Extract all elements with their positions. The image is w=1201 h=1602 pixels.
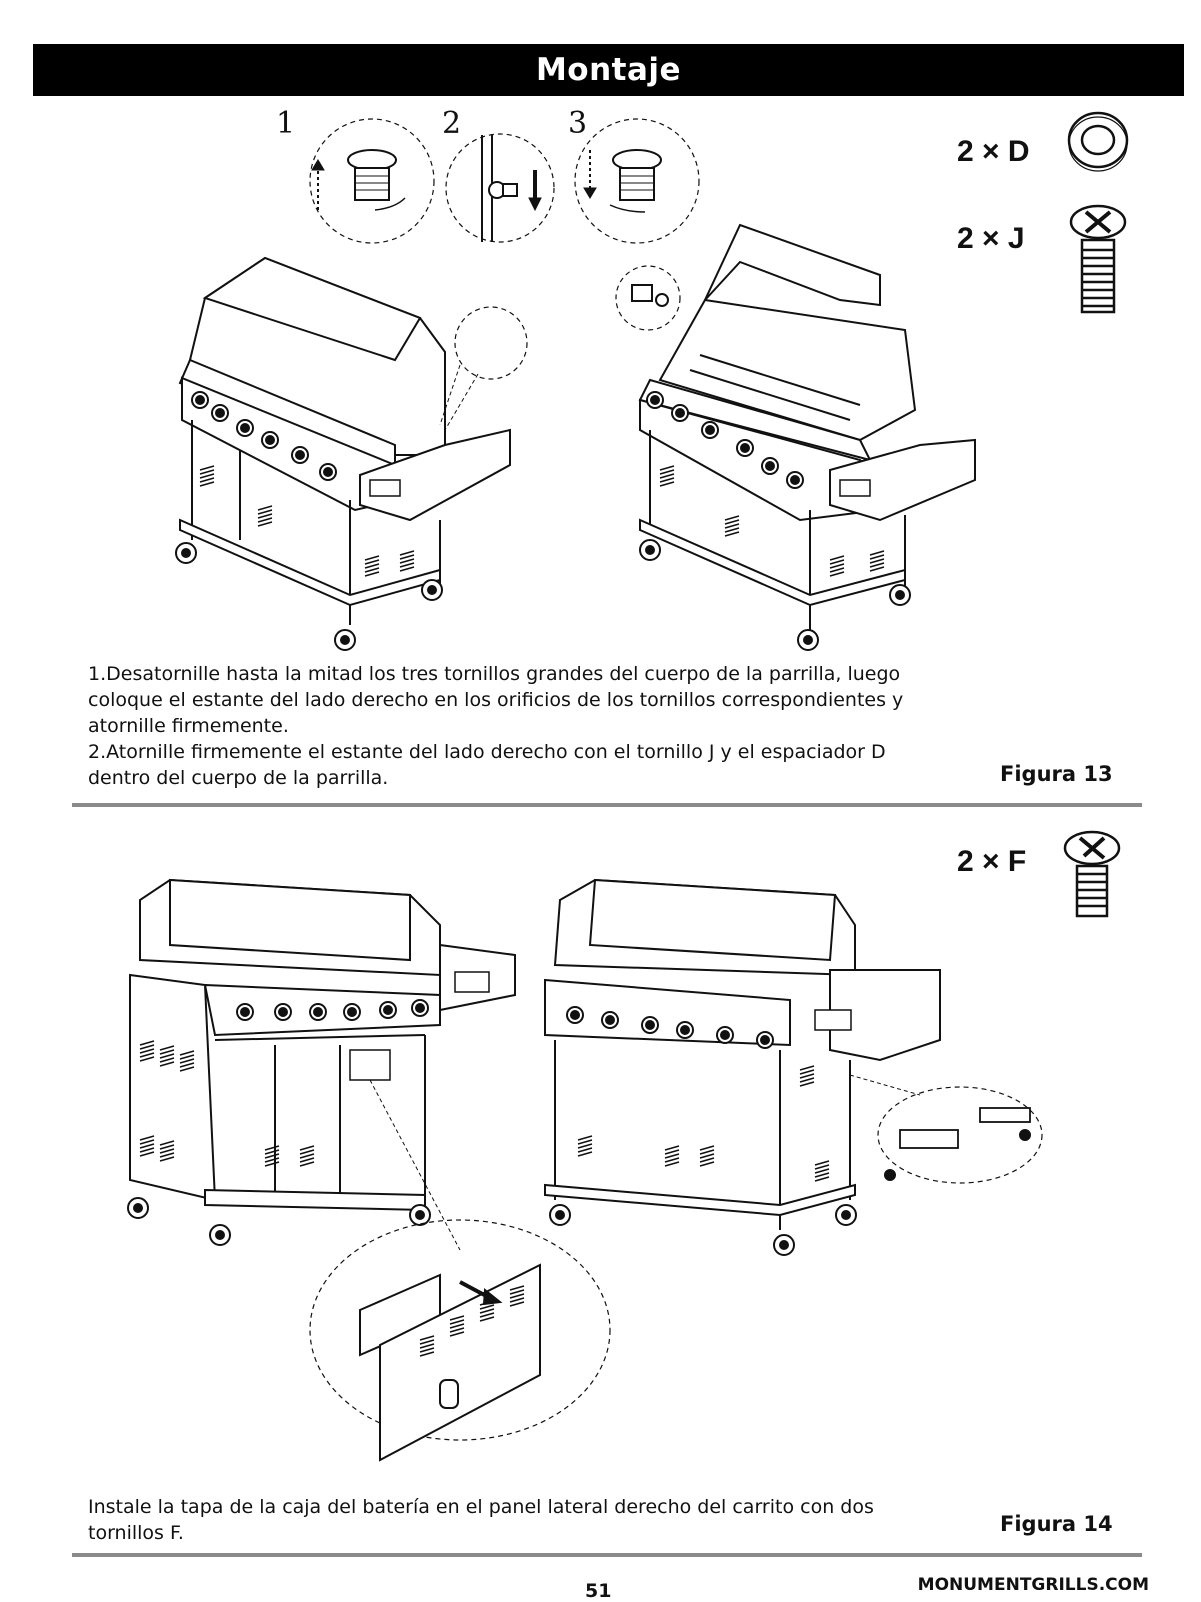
figure14-label: Figura 14 [1000, 1512, 1113, 1536]
figure14-instructions: Instale la tapa de la caja del batería e… [88, 1494, 874, 1546]
figure13-instructions: 1.Desatornille hasta la mitad los tres t… [88, 661, 903, 791]
large-screw-icon [1069, 204, 1127, 314]
instruction-line: dentro del cuerpo de la parrilla. [88, 767, 389, 789]
part-f-quantity: 2 × F [957, 845, 1027, 878]
section-title: Montaje [535, 52, 682, 88]
section-divider [72, 1553, 1142, 1557]
section-divider [72, 803, 1142, 807]
page-number: 51 [585, 1580, 612, 1602]
instruction-line: coloque el estante del lado derecho en l… [88, 689, 904, 711]
step-number-2: 2 [442, 106, 462, 141]
section-title-banner: Montaje [33, 44, 1184, 96]
instruction-line: 1.Desatornille hasta la mitad los tres t… [88, 663, 901, 685]
step-number-1: 1 [276, 106, 296, 141]
small-screw-icon [1063, 830, 1121, 918]
instruction-line: atornille firmemente. [88, 715, 289, 737]
figure13-label: Figura 13 [1000, 762, 1113, 786]
step1-unscrew-diagram [309, 118, 435, 244]
instruction-line: Instale la tapa de la caja del batería e… [88, 1496, 874, 1518]
grill-open-lid-illustration [615, 223, 976, 651]
grill-closed-lid-illustration [175, 256, 528, 651]
part-d-quantity: 2 × D [957, 135, 1030, 168]
instruction-line: tornillos F. [88, 1522, 184, 1544]
instruction-line: 2.Atornille firmemente el estante del la… [88, 741, 886, 763]
website-link[interactable]: MONUMENTGRILLS.COM [917, 1575, 1149, 1595]
step3-tighten-diagram [574, 118, 700, 244]
battery-cover-detail-zoom [309, 1219, 611, 1462]
step2-insert-diagram [445, 133, 555, 243]
step-number-3: 3 [568, 106, 588, 141]
grill-front-view-illustration [544, 878, 1043, 1256]
spacer-washer-icon [1067, 111, 1129, 172]
grill-side-view-illustration [127, 878, 516, 1251]
part-j-quantity: 2 × J [957, 222, 1025, 255]
